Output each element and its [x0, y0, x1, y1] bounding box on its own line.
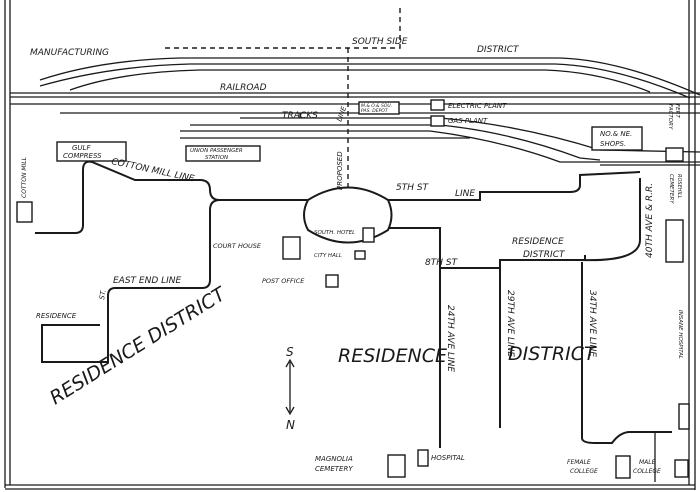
compass-north: N — [286, 418, 295, 432]
label-gas-plant: GAS PLANT — [448, 117, 488, 125]
compass-arrow — [285, 358, 295, 416]
label-magnolia-cemetery: CEMETERY — [315, 465, 353, 473]
label-line: LINE — [335, 105, 348, 123]
label-residence-left: RESIDENCE — [36, 312, 77, 320]
label-residence-center: RESIDENCE — [338, 345, 447, 367]
label-shops-2: SHOPS. — [600, 140, 626, 148]
label-rosehill: ROSEHILL — [676, 174, 682, 199]
post-office-building — [325, 274, 339, 288]
label-male-college: COLLEGE — [633, 468, 661, 475]
label-city-hall: CITY HALL — [314, 253, 342, 259]
label-5th-line: LINE — [455, 189, 475, 199]
city-hall-building — [354, 250, 366, 260]
label-34th-ave: 34TH AVE LINE — [587, 290, 597, 357]
label-compress: COMPRESS — [63, 152, 102, 160]
label-5th-st: 5TH ST — [396, 183, 430, 193]
label-union-station-2: STATION — [205, 155, 228, 161]
label-female-college: COLLEGE — [570, 468, 598, 475]
map-labels: MANUFACTURING SOUTH SIDE DISTRICT RAILRO… — [21, 37, 683, 475]
label-union-station-1: UNION PASSENGER — [190, 148, 243, 154]
label-proposed: PROPOSED — [336, 151, 344, 190]
union-station-building — [185, 145, 261, 162]
label-manufacturing: MANUFACTURING — [30, 48, 109, 58]
label-residence-district-left: RESIDENCE DISTRICT — [46, 282, 231, 409]
label-rosehill-cemetery: CEMETERY — [668, 174, 674, 204]
label-insane-hospital: INSANE HOSPITAL — [677, 310, 683, 359]
label-district-right: DISTRICT — [523, 250, 566, 260]
label-24th-ave: 24TH AVE LINE — [445, 305, 455, 372]
label-railroad: RAILROAD — [220, 83, 267, 93]
label-factory: FACTORY — [667, 104, 673, 130]
label-district-center: DISTRICT — [508, 343, 597, 365]
label-south-hotel: SOUTH. HOTEL — [314, 230, 355, 236]
label-40th-ave: 40TH AVE & R.R. — [645, 183, 655, 258]
label-district-top: DISTRICT — [477, 45, 520, 55]
label-court-house: COURT HOUSE — [213, 242, 262, 250]
male-college-building — [674, 459, 689, 478]
label-post-office: POST OFFICE — [262, 277, 305, 285]
rosehill-cemetery-plot — [665, 219, 684, 263]
label-hospital: HOSPITAL — [431, 454, 465, 462]
label-residence-right: RESIDENCE — [512, 237, 564, 247]
label-8th-st: 8TH ST — [425, 258, 459, 268]
shops-building — [591, 126, 643, 151]
label-tracks: TRACKS — [282, 111, 318, 121]
insane-hospital-building — [678, 403, 690, 430]
depot-building — [358, 101, 400, 115]
map-border — [4, 0, 696, 490]
label-male: MALE — [639, 459, 656, 466]
label-east-end-line: EAST END LINE — [113, 276, 182, 286]
female-college-building — [615, 455, 631, 479]
magnolia-cemetery-plot — [387, 454, 406, 478]
label-magnolia: MAGNOLIA — [315, 455, 353, 463]
compass-south: S — [286, 345, 294, 359]
label-29th-ave: 29TH AVE LINE — [505, 290, 515, 357]
hospital-building — [417, 449, 429, 467]
label-depot-1: M.& O.& SOU. — [361, 103, 392, 109]
label-shops-1: NO.& NE. — [600, 130, 632, 138]
court-house-building — [282, 236, 301, 260]
gulf-compress-building — [56, 141, 127, 162]
label-electric-plant: ELECTRIC PLANT — [448, 102, 507, 110]
label-st: ST. — [98, 289, 108, 300]
label-gulf: GULF — [72, 144, 91, 152]
gas-plant-building — [430, 115, 445, 127]
label-south-side: SOUTH SIDE — [352, 37, 408, 47]
electric-plant-building — [430, 99, 445, 111]
buildings — [16, 99, 690, 479]
label-cotton-mill: COTTON MILL — [21, 157, 28, 198]
cotton-mill-building — [16, 201, 33, 223]
label-fert: FERT — [674, 104, 680, 118]
street-railway-lines — [35, 160, 672, 482]
proposed-line — [165, 5, 401, 192]
south-hotel-building — [362, 227, 375, 243]
fert-factory-building — [665, 147, 684, 162]
label-female: FEMALE — [567, 459, 591, 466]
label-depot-2: PAS. DEPOT — [361, 108, 389, 114]
